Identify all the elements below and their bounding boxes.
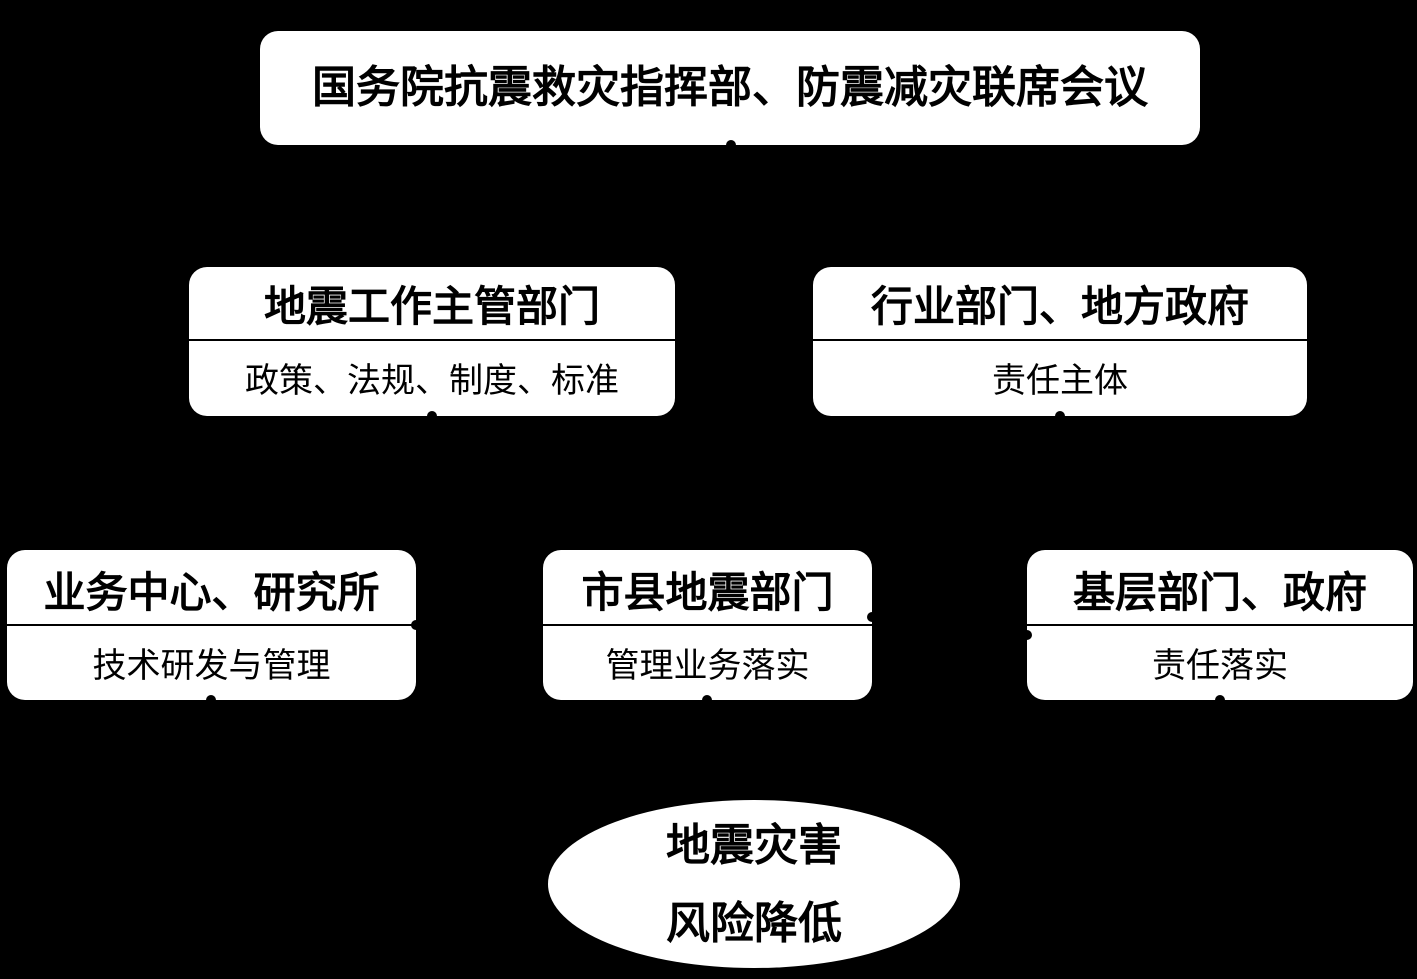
connector-dot-grassroots-left	[1022, 630, 1032, 640]
risk-reduction-goal: 地震灾害 风险降低	[548, 800, 960, 968]
connector-dot-center-bottom	[206, 695, 216, 705]
research-center-title: 业务中心、研究所	[43, 568, 380, 617]
connector-dot-grassroots-bottom	[1215, 695, 1225, 705]
industry-government-subtitle: 责任主体	[813, 339, 1307, 416]
industry-government-title: 行业部门、地方政府	[870, 282, 1249, 331]
city-county-subtitle: 管理业务落实	[543, 624, 872, 700]
industry-government-box: 行业部门、地方政府 责任主体	[813, 267, 1307, 416]
goal-line-2: 风险降低	[666, 898, 842, 949]
connector-dot-seismic	[427, 411, 437, 421]
seismic-authority-title: 地震工作主管部门	[263, 282, 600, 331]
grassroots-box: 基层部门、政府 责任落实	[1027, 550, 1413, 700]
research-center-subtitle: 技术研发与管理	[7, 624, 416, 700]
research-center-box: 业务中心、研究所 技术研发与管理	[7, 550, 416, 700]
connector-dot-center-right	[411, 620, 421, 630]
city-county-title: 市县地震部门	[581, 568, 834, 617]
seismic-authority-subtitle: 政策、法规、制度、标准	[189, 339, 675, 416]
seismic-authority-box: 地震工作主管部门 政策、法规、制度、标准	[189, 267, 675, 416]
grassroots-title: 基层部门、政府	[1072, 568, 1367, 617]
top-command-title: 国务院抗震救灾指挥部、防震减灾联席会议	[312, 62, 1148, 113]
connector-dot-industry	[1055, 411, 1065, 421]
connector-dot-top	[726, 140, 736, 150]
goal-line-1: 地震灾害	[666, 820, 842, 871]
connector-dot-city-right	[867, 612, 877, 622]
city-county-box: 市县地震部门 管理业务落实	[543, 550, 872, 700]
connector-dot-city-bottom	[702, 695, 712, 705]
grassroots-subtitle: 责任落实	[1027, 624, 1413, 700]
top-command-box: 国务院抗震救灾指挥部、防震减灾联席会议	[260, 31, 1200, 145]
